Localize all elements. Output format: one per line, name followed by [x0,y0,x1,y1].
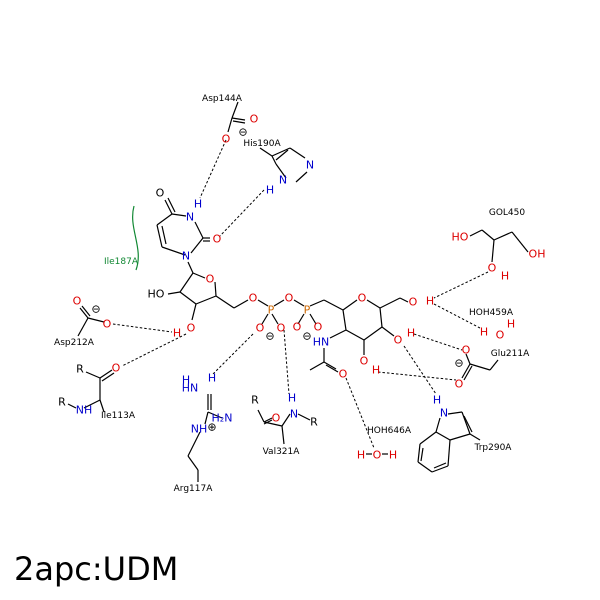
label-gol450: GOL450 [489,208,526,218]
his190-n-bottom: N [279,174,287,187]
ile113-r: R [76,363,84,376]
hoh646-h1: H [357,449,365,462]
hoh646-o: O [373,449,382,462]
sugar-o4: O [394,334,403,347]
ligand-atoms: N H N O O O HO O H O P O P O O O O ⊖ ⊖ O… [148,187,435,381]
phosphate-charge-2: ⊖ [302,330,311,343]
phosphate-bridge-o: O [285,292,294,305]
residue-atoms: O O ⊖ N N H O O ⊖ R O R NH H HN H H₂N ⊕ … [58,113,545,462]
val321-r: R [251,394,259,407]
glu211-o1: O [462,344,471,357]
label-arg117: Arg117A [174,484,214,494]
phosphate-o1b: O [277,322,286,335]
gol450-h: H [501,270,509,283]
val321-h: H [288,392,296,405]
diagram-title: 2apc:UDM [14,550,179,588]
label-val321: Val321A [263,447,301,457]
residue-bonds [67,101,529,482]
his190-n-top: N [306,159,314,172]
val321-r2: R [310,416,318,429]
trp290-h: H [433,394,441,407]
residue-labels: Asp144A His190A Ile187A Asp212A Ile113A … [54,94,530,494]
label-glu211: Glu211A [491,349,530,359]
gol450-ho: HO [452,231,469,244]
uracil-o4: O [156,187,165,200]
sugar-o3: O [360,355,369,368]
phosphate-p2: P [304,304,311,317]
hoh459-h1: H [480,326,488,339]
ribose-o4: O [206,273,215,286]
uracil-n3-h: H [194,198,202,211]
label-his190: His190A [243,139,281,149]
asp144-charge: ⊖ [238,126,247,139]
ribose-o3-h: H [173,327,181,340]
gol450-o: O [488,262,497,275]
phosphate-o2b: O [314,321,323,334]
arg117-nh: NH [191,423,208,436]
asp212-o1: O [73,295,82,308]
his190-h: H [266,184,274,197]
ile113-o: O [112,362,121,375]
arg117-charge: ⊕ [207,421,216,434]
uracil-o2: O [213,233,222,246]
label-hoh646: HOH646A [367,426,412,436]
glu211-charge: ⊖ [454,357,463,370]
label-asp212: Asp212A [54,338,95,348]
asp212-o2: O [103,318,112,331]
sugar-o3-h: H [372,364,380,377]
ile113-r2: R [58,396,66,409]
hoh459-o: O [496,329,505,342]
arg117-h-top: H [208,372,216,385]
val321-o: O [272,412,281,425]
acetamido-n: HN [313,336,330,349]
arg117-hn: HN [182,382,199,395]
label-trp290: Trp290A [474,443,513,453]
sugar-o4-h: H [407,327,415,340]
ribose-o2: HO [148,288,165,301]
val321-n: N [290,408,298,421]
sugar-o6-h: H [426,295,434,308]
asp144-o1: O [250,113,259,126]
glu211-o2: O [455,378,464,391]
trp290-n: N [440,407,448,420]
phosphate-o5: O [249,292,258,305]
acetyl-o: O [339,368,348,381]
asp212-charge: ⊖ [91,303,100,316]
phosphate-o2a: O [293,321,302,334]
label-asp144: Asp144A [202,94,243,104]
hoh646-h2: H [389,449,397,462]
phosphate-o1a: O [256,322,265,335]
hydrogen-bonds [112,139,489,449]
gol450-oh: OH [529,248,546,261]
phosphate-p1: P [268,304,275,317]
label-ile113: Ile113A [101,411,136,421]
label-hoh459: HOH459A [469,308,514,318]
uracil-n1: N [182,250,190,263]
ile113-nh: NH [76,404,93,417]
sugar-o6: O [409,296,418,309]
arg117-h: H [182,374,190,387]
arg117-h2n: H₂N [212,412,233,425]
ligand-bonds [156,197,409,373]
ribose-o3: O [187,322,196,335]
asp144-o2: O [222,133,231,146]
phosphate-charge-1: ⊖ [265,330,274,343]
uracil-n3: N [186,211,194,224]
sugar-ring-o: O [358,292,367,305]
hoh459-h2: H [507,318,515,331]
label-ile187: Ile187A [104,257,139,267]
